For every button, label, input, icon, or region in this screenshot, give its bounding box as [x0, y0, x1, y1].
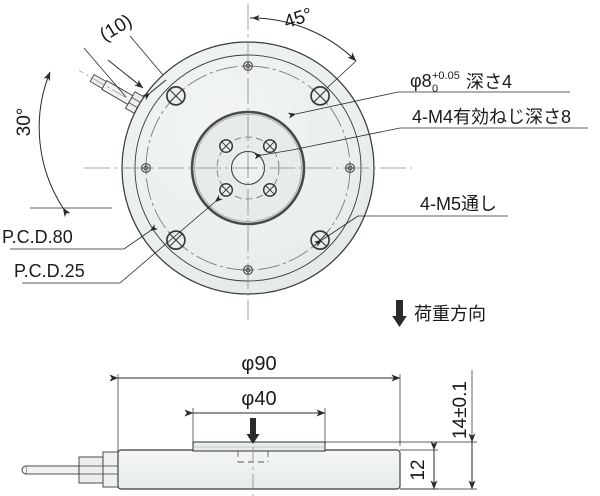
down-arrow-icon	[392, 300, 407, 327]
boss-diameter-label: φ40	[241, 388, 276, 410]
section-view: φ90 φ40 14±0.1 12	[21, 353, 477, 496]
body-height-label: 12	[408, 459, 429, 480]
m5-holes-label: 4-M5通し	[420, 194, 497, 214]
angle-45-label: 45°	[281, 4, 315, 33]
dim-boss-diameter: φ40	[184, 388, 326, 444]
section-boss	[192, 441, 326, 452]
outer-diameter-label: φ90	[241, 353, 276, 375]
dim-outer-diameter: φ90	[109, 353, 401, 452]
total-height-label: 14±0.1	[450, 381, 471, 439]
dowel-hole-group	[141, 61, 355, 275]
section-cable	[21, 451, 119, 488]
dowel-depth-label: 深さ4	[466, 72, 512, 92]
leader-dowel-hole: φ8 +0.05 0 深さ4	[287, 70, 570, 119]
m4-hole-group	[219, 139, 277, 197]
load-direction-label: 荷重方向	[414, 304, 486, 324]
angle-30-label: 30°	[14, 108, 35, 137]
cable-length-label: (10)	[96, 11, 136, 46]
dowel-tol-lower-label: 0	[432, 83, 438, 95]
dowel-tol-upper-label: +0.05	[432, 70, 460, 82]
leader-pcd80: P.C.D.80	[2, 224, 158, 250]
top-view: 45° 30° (10) φ8 +0.05 0 深さ4	[2, 4, 588, 327]
section-body	[117, 449, 401, 490]
m4-holes-label: 4-M4有効ねじ深さ8	[412, 107, 571, 127]
section-load-arrow	[246, 418, 260, 444]
leader-pcd25: P.C.D.25	[14, 194, 223, 284]
dim-total-height: 14±0.1	[325, 370, 477, 490]
leader-m4-holes: 4-M4有効ねじ深さ8	[254, 107, 588, 160]
dowel-hole-label: φ8	[410, 71, 432, 91]
dim-body-height: 12	[400, 441, 438, 490]
pcd25-label: P.C.D.25	[14, 261, 85, 281]
pcd80-label: P.C.D.80	[2, 227, 73, 247]
angle-30-dimension: 30°	[14, 71, 112, 218]
load-direction-note: 荷重方向	[392, 300, 486, 327]
leader-m5-holes: 4-M5通し	[314, 194, 508, 247]
